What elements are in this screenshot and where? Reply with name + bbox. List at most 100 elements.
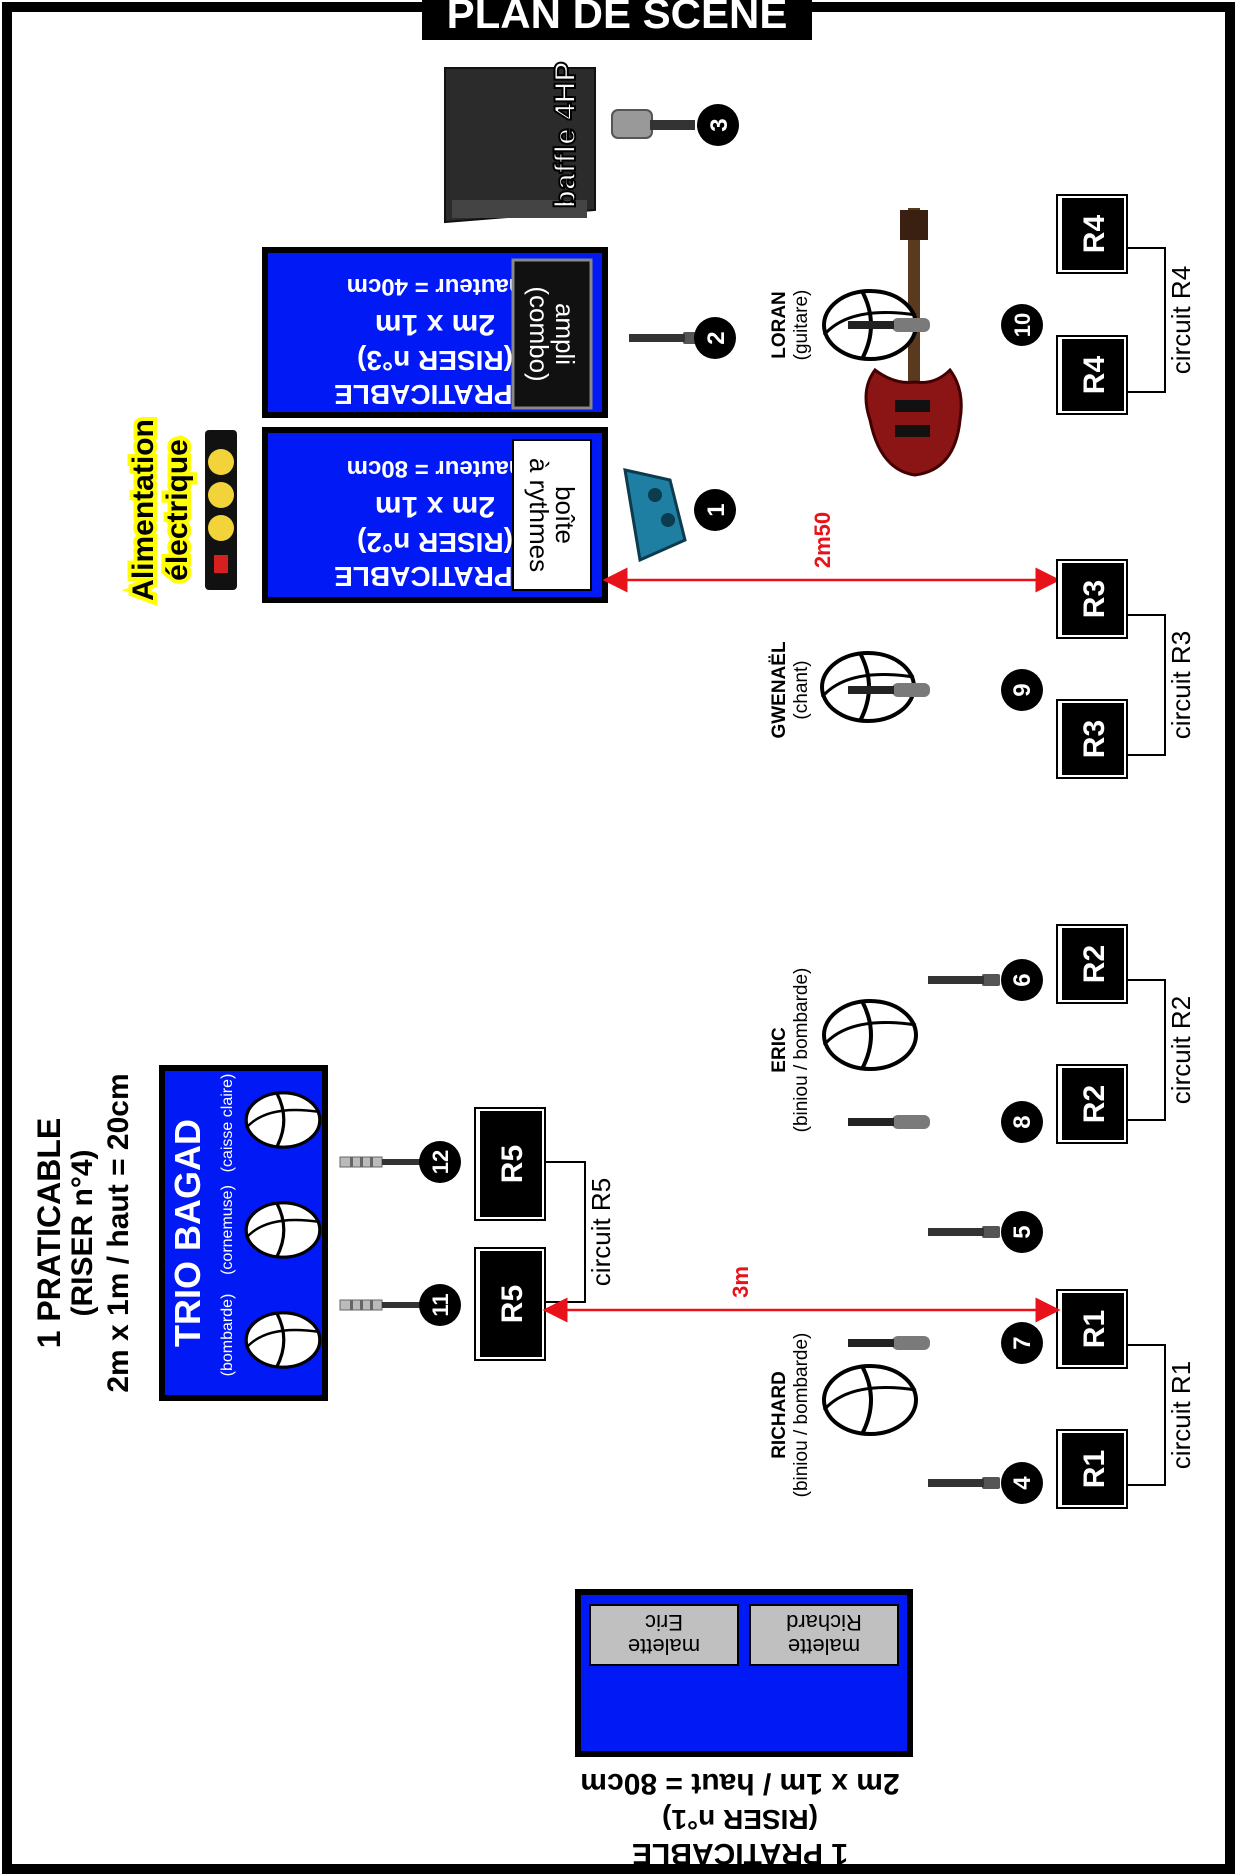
guitar-icon [864,208,963,477]
circuit-r2-label: circuit R2 [1166,996,1196,1104]
riser-4-line2: (RISER n°4) [66,1149,99,1316]
dimension-label-2m50: 2m50 [810,512,835,568]
riser-2-line4: hauteur = 80cm [347,455,524,482]
monitor-r3-b-label: R3 [1078,720,1111,758]
case-richard [749,1604,899,1666]
mic-6: 6 [928,959,1043,1001]
mic-11-number: 11 [428,1293,453,1316]
dimension-label-3m: 3m [728,1266,753,1298]
riser-1: malette Eric malette Richard [575,1589,913,1757]
mic-12: 12 [339,1141,461,1183]
mic-3: 3 [611,104,739,146]
musician-role-eric: (biniou / bombarde) [791,968,812,1133]
mic-9: 9 [848,669,1043,711]
riser-3-line3: 2m x 1m [375,308,495,341]
circuit-r3-label: circuit R3 [1166,631,1196,739]
riser-1-line1: 1 PRATICABLE [632,1837,848,1870]
circuit-bracket-r4 [1127,247,1166,393]
circuit-bracket-r5 [545,1161,586,1303]
mic-2: 2 [629,317,736,359]
riser-3-line2: (RISER n°3) [357,345,513,376]
mic-8: 8 [848,1101,1043,1143]
circuit-bracket-r1 [1127,1344,1166,1486]
case-eric-label-1: malette [628,1634,700,1659]
musician-role-richard: (biniou / bombarde) [791,1333,812,1498]
musician-role-loran: (guitare) [791,290,812,361]
monitor-r2-b: R2 [1056,1064,1128,1144]
riser-2-line3: 2m x 1m [375,490,495,523]
drum-machine-label-2: à rythmes [524,458,554,572]
power-strip [205,430,237,590]
musician-name-richard: RICHARD [769,1371,790,1459]
riser-2: 1 PRATICABLE (RISER n°2) 2m x 1m hauteur… [262,427,608,603]
monitor-r1-a-label: R1 [1078,1310,1111,1348]
mic-10: 10 [848,304,1043,346]
musician-head-richard [822,1364,918,1436]
musician-role-gwenael: (chant) [791,660,812,719]
riser-4-line1: 1 PRATICABLE [31,1118,67,1349]
amp-combo-box [511,258,593,410]
mic-4: 4 [928,1462,1043,1504]
case-richard-label-1: malette [788,1634,860,1659]
mic-5: 5 [928,1211,1043,1253]
riser-4-line3: 2m x 1m / haut = 20cm [102,1073,135,1392]
monitor-r3-a: R3 [1056,559,1128,639]
monitor-r5-a-label: R5 [496,1145,529,1183]
title-bg [422,0,812,40]
riser-4-instrument-1: (bombarde) [219,1294,236,1377]
riser-4: TRIO BAGAD (bombarde) (cornemuse) (caiss… [159,1065,328,1401]
mic-4-number: 4 [1009,1476,1036,1490]
mic-11: 11 [339,1284,461,1326]
mic-8-number: 8 [1009,1115,1036,1128]
mic-5-number: 5 [1009,1225,1036,1238]
riser-2-line1: 1 PRATICABLE [334,561,536,592]
musician-head-eric [822,999,918,1071]
monitor-r2-a-label: R2 [1078,945,1111,983]
mic-9-number: 9 [1009,683,1036,696]
speaker-label: baffle 4HP [549,62,582,209]
monitor-r1-a: R1 [1056,1289,1128,1369]
musician-name-eric: ERIC [769,1027,790,1073]
case-eric [589,1604,739,1666]
musician-name-gwenael: GWENAËL [769,641,790,739]
drum-machine-box [512,439,592,591]
case-eric-label-2: Eric [645,1610,683,1635]
drum-machine-label-1: boîte [550,486,580,544]
monitor-r1-b: R1 [1056,1429,1128,1509]
mic-12-number: 12 [428,1150,453,1174]
mic-6-number: 6 [1009,973,1036,986]
mic-1: 1 [694,489,736,531]
amp-combo-label-1: ampli [550,303,580,365]
monitor-r4-a: R4 [1056,194,1128,274]
mic-7-number: 7 [1009,1336,1036,1349]
riser-3-line4: hauteur = 40cm [347,273,524,300]
amp-combo-label-2: (combo) [524,286,554,381]
mic-1-number: 1 [703,503,730,516]
monitor-r5-b-label: R5 [496,1285,529,1323]
circuit-r5-label: circuit R5 [586,1178,616,1286]
power-label-2: électrique [161,439,194,581]
monitor-r4-a-label: R4 [1078,215,1111,254]
monitor-r2-a: R2 [1056,924,1128,1004]
riser-1-line3: 2m x 1m / haut = 80cm [580,1767,899,1800]
monitor-r3-a-label: R3 [1078,580,1111,618]
case-richard-label-2: Richard [786,1610,862,1635]
monitor-r2-b-label: R2 [1078,1085,1111,1123]
riser-4-instrument-3: (caisse claire) [219,1074,236,1173]
circuit-r4-label: circuit R4 [1166,266,1196,374]
circuit-bracket-r3 [1127,614,1166,756]
monitor-r1-b-label: R1 [1078,1450,1111,1488]
mic-2-number: 2 [703,331,730,344]
monitor-r4-b-label: R4 [1078,356,1111,395]
riser-1-line2: (RISER n°1) [662,1804,818,1835]
riser-4-band: TRIO BAGAD [167,1119,208,1347]
mic-7: 7 [848,1322,1043,1364]
power-label-1: Alimentation [127,419,160,601]
circuit-bracket-r2 [1127,979,1166,1121]
drum-machine-icon [623,468,687,563]
monitor-r3-b: R3 [1056,699,1128,779]
circuit-r1-label: circuit R1 [1166,1361,1196,1469]
riser-4-instrument-2: (cornemuse) [219,1185,236,1275]
monitor-r5-a: R5 [474,1107,546,1221]
speaker-cabinet [444,67,596,224]
